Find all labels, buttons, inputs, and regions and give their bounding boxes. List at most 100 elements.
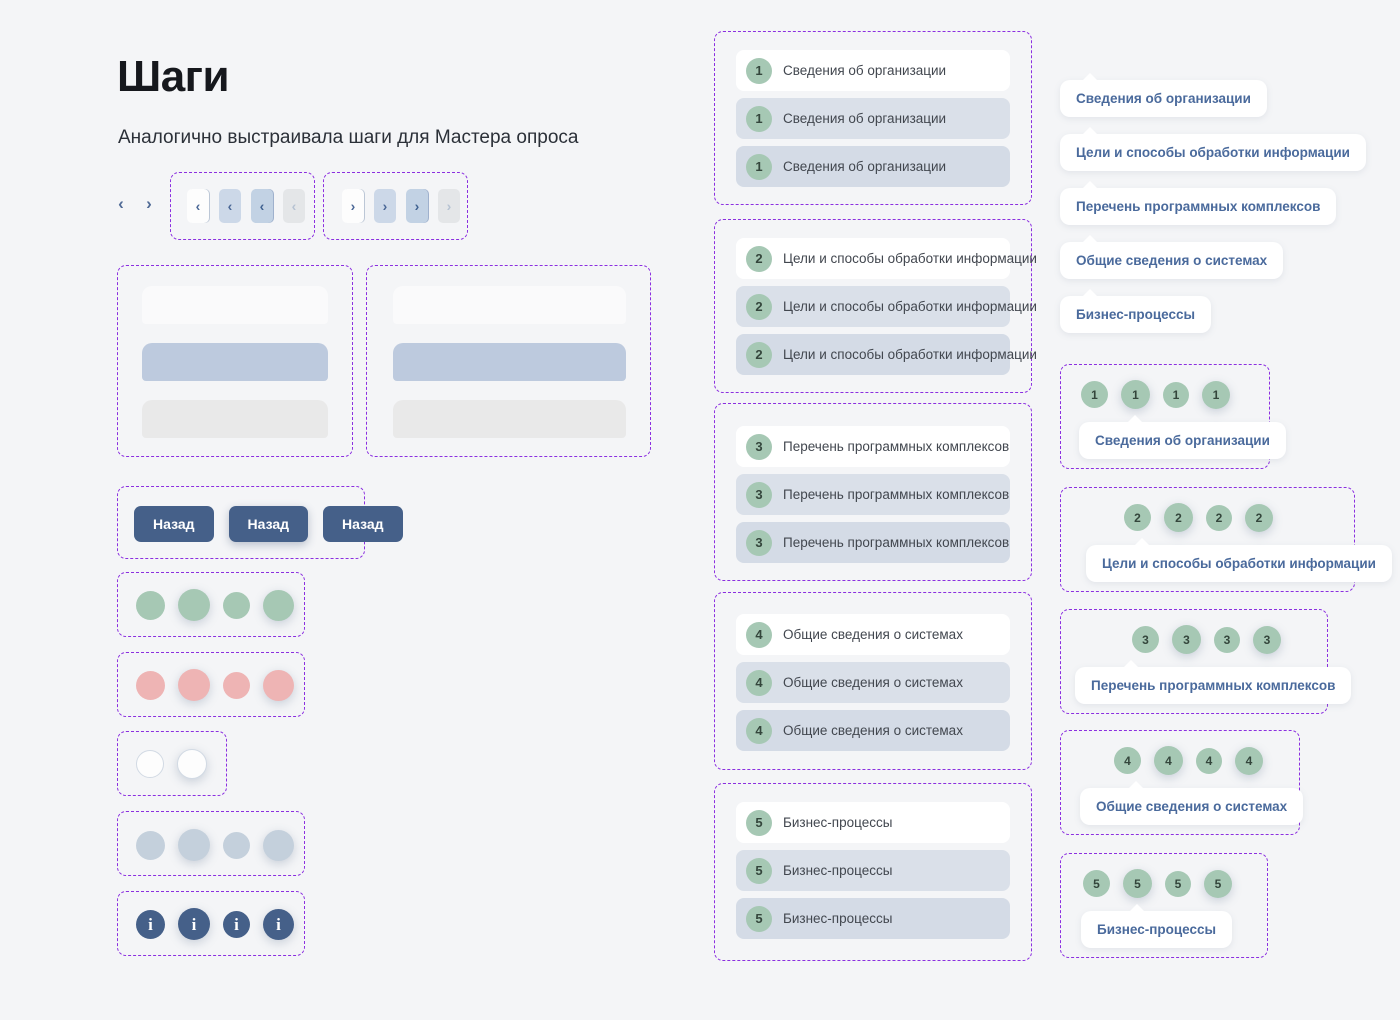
- info-glyph: i: [148, 914, 153, 934]
- step-dot[interactable]: 1: [1163, 381, 1189, 408]
- step-5-states-frame: [714, 783, 1032, 961]
- step-item[interactable]: 1 Сведения об организации: [736, 98, 1010, 139]
- step-dot[interactable]: 3: [1214, 626, 1240, 653]
- info-icon-focus[interactable]: i: [263, 908, 294, 940]
- step-number: 2: [1255, 510, 1263, 525]
- step-dot-steel-active[interactable]: [223, 831, 250, 859]
- back-button-default[interactable]: Назад: [134, 506, 214, 542]
- step-item[interactable]: 1 Сведения об организации: [736, 146, 1010, 187]
- step-number: 2: [1134, 510, 1141, 525]
- step-dot[interactable]: 3: [1132, 626, 1159, 653]
- back-button-active[interactable]: Назад: [323, 506, 403, 542]
- step-item[interactable]: 2 Цели и способы обработки информации: [736, 286, 1037, 327]
- step-number: 5: [746, 905, 772, 932]
- step-dot-green-default[interactable]: [136, 590, 165, 620]
- step-dot[interactable]: 5: [1083, 870, 1110, 897]
- step-number: 1: [746, 105, 772, 132]
- next-button-default[interactable]: ›: [342, 189, 364, 223]
- prev-button-default[interactable]: ‹: [187, 189, 209, 223]
- step-dot[interactable]: 5: [1204, 869, 1232, 898]
- step-number: 1: [1172, 387, 1180, 402]
- step-dot-green-focus[interactable]: [263, 589, 294, 621]
- step-item[interactable]: 5 Бизнес-процессы: [736, 802, 1010, 843]
- step-number: 4: [746, 717, 772, 744]
- step-dot-steel-hover[interactable]: [178, 829, 210, 861]
- step-number: 4: [1124, 753, 1131, 768]
- step-dot[interactable]: 4: [1235, 746, 1263, 775]
- tooltip-label: Перечень программных комплексов: [1075, 660, 1352, 704]
- dot-tooltip-group-3: 3 3 3 3 Перечень программных комплексов: [1075, 625, 1352, 704]
- step-dot-green-active[interactable]: [223, 591, 250, 619]
- back-button-hover[interactable]: Назад: [228, 506, 309, 542]
- step-number: 2: [746, 341, 772, 368]
- step-dot-hover[interactable]: 3: [1172, 625, 1201, 654]
- step-dot-hover[interactable]: 4: [1154, 746, 1183, 775]
- step-dot-green-hover[interactable]: [178, 589, 210, 621]
- dot-row: 2 2 2 2: [1124, 503, 1392, 532]
- step-dot-pink-default[interactable]: [136, 670, 165, 700]
- step-dot-hover[interactable]: 2: [1164, 503, 1193, 532]
- step-number: 4: [746, 621, 772, 648]
- step-item[interactable]: 4 Общие сведения о системах: [736, 614, 1010, 655]
- step-dot[interactable]: 1: [1081, 381, 1108, 408]
- step-dot-hover[interactable]: 1: [1121, 380, 1150, 409]
- step-item[interactable]: 1 Сведения об организации: [736, 50, 1010, 91]
- step-dot-pink-active[interactable]: [223, 671, 250, 699]
- step-4-states: 4 Общие сведения о системах 4 Общие свед…: [736, 614, 1010, 751]
- step-dot[interactable]: 4: [1196, 747, 1222, 774]
- step-number: 1: [1132, 387, 1139, 402]
- tooltip-step-5: Бизнес-процессы: [1060, 289, 1212, 333]
- skeleton-bar-blue: [393, 343, 626, 381]
- step-dot-steel-focus[interactable]: [263, 829, 294, 861]
- step-dot-pink-focus[interactable]: [263, 669, 294, 701]
- step-item[interactable]: 2 Цели и способы обработки информации: [736, 334, 1037, 375]
- info-icon-hover[interactable]: i: [178, 908, 210, 940]
- step-dot-hollow-hover[interactable]: [177, 749, 207, 779]
- info-icon-active[interactable]: i: [223, 910, 250, 938]
- chevron-left-icon[interactable]: ‹: [118, 193, 124, 213]
- step-dot[interactable]: 2: [1245, 503, 1273, 532]
- next-button-active[interactable]: ›: [406, 189, 428, 223]
- skeleton-bar-gray: [393, 400, 626, 438]
- step-dot[interactable]: 2: [1124, 504, 1151, 531]
- step-item[interactable]: 5 Бизнес-процессы: [736, 850, 1010, 891]
- chevron-right-icon[interactable]: ›: [146, 193, 152, 213]
- skeleton-bar-white: [142, 286, 328, 324]
- step-item[interactable]: 3 Перечень программных комплексов: [736, 522, 1010, 563]
- step-dot-pink-hover[interactable]: [178, 669, 210, 701]
- step-dot-steel-default[interactable]: [136, 830, 165, 860]
- step-item[interactable]: 3 Перечень программных комплексов: [736, 426, 1010, 467]
- step-dot-hover[interactable]: 5: [1123, 869, 1152, 898]
- step-dot[interactable]: 4: [1114, 747, 1141, 774]
- step-item[interactable]: 4 Общие сведения о системах: [736, 710, 1010, 751]
- page-title: Шаги: [117, 52, 230, 101]
- step-dot-hollow-default[interactable]: [136, 750, 164, 778]
- step-dot[interactable]: 5: [1165, 870, 1191, 897]
- dot-row: 1 1 1 1: [1081, 380, 1286, 409]
- prev-button-hover[interactable]: ‹: [219, 189, 241, 223]
- step-label: Цели и способы обработки информации: [783, 347, 1037, 362]
- step-label: Общие сведения о системах: [783, 627, 963, 642]
- step-label: Сведения об организации: [783, 63, 947, 78]
- next-button-disabled: ›: [438, 189, 460, 223]
- step-number: 3: [1142, 632, 1149, 647]
- step-label: Перечень программных комплексов: [783, 439, 1010, 454]
- step-dot[interactable]: 1: [1202, 380, 1230, 409]
- step-number: 2: [746, 245, 772, 272]
- next-button-hover[interactable]: ›: [374, 189, 396, 223]
- step-number: 5: [1214, 876, 1222, 891]
- prev-button-active[interactable]: ‹: [251, 189, 273, 223]
- step-item[interactable]: 3 Перечень программных комплексов: [736, 474, 1010, 515]
- skeleton-card-large: [393, 286, 626, 438]
- step-item[interactable]: 5 Бизнес-процессы: [736, 898, 1010, 939]
- step-item[interactable]: 4 Общие сведения о системах: [736, 662, 1010, 703]
- tooltip-label: Цели и способы обработки информации: [1086, 538, 1392, 582]
- info-icon-default[interactable]: i: [136, 909, 165, 939]
- dot-tooltip-group-4-frame: [1060, 730, 1300, 835]
- step-item[interactable]: 2 Цели и способы обработки информации: [736, 238, 1037, 279]
- step-label: Сведения об организации: [783, 159, 947, 174]
- step-dot[interactable]: 2: [1206, 504, 1232, 531]
- step-dot[interactable]: 3: [1253, 625, 1281, 654]
- green-dot-states: [136, 589, 294, 621]
